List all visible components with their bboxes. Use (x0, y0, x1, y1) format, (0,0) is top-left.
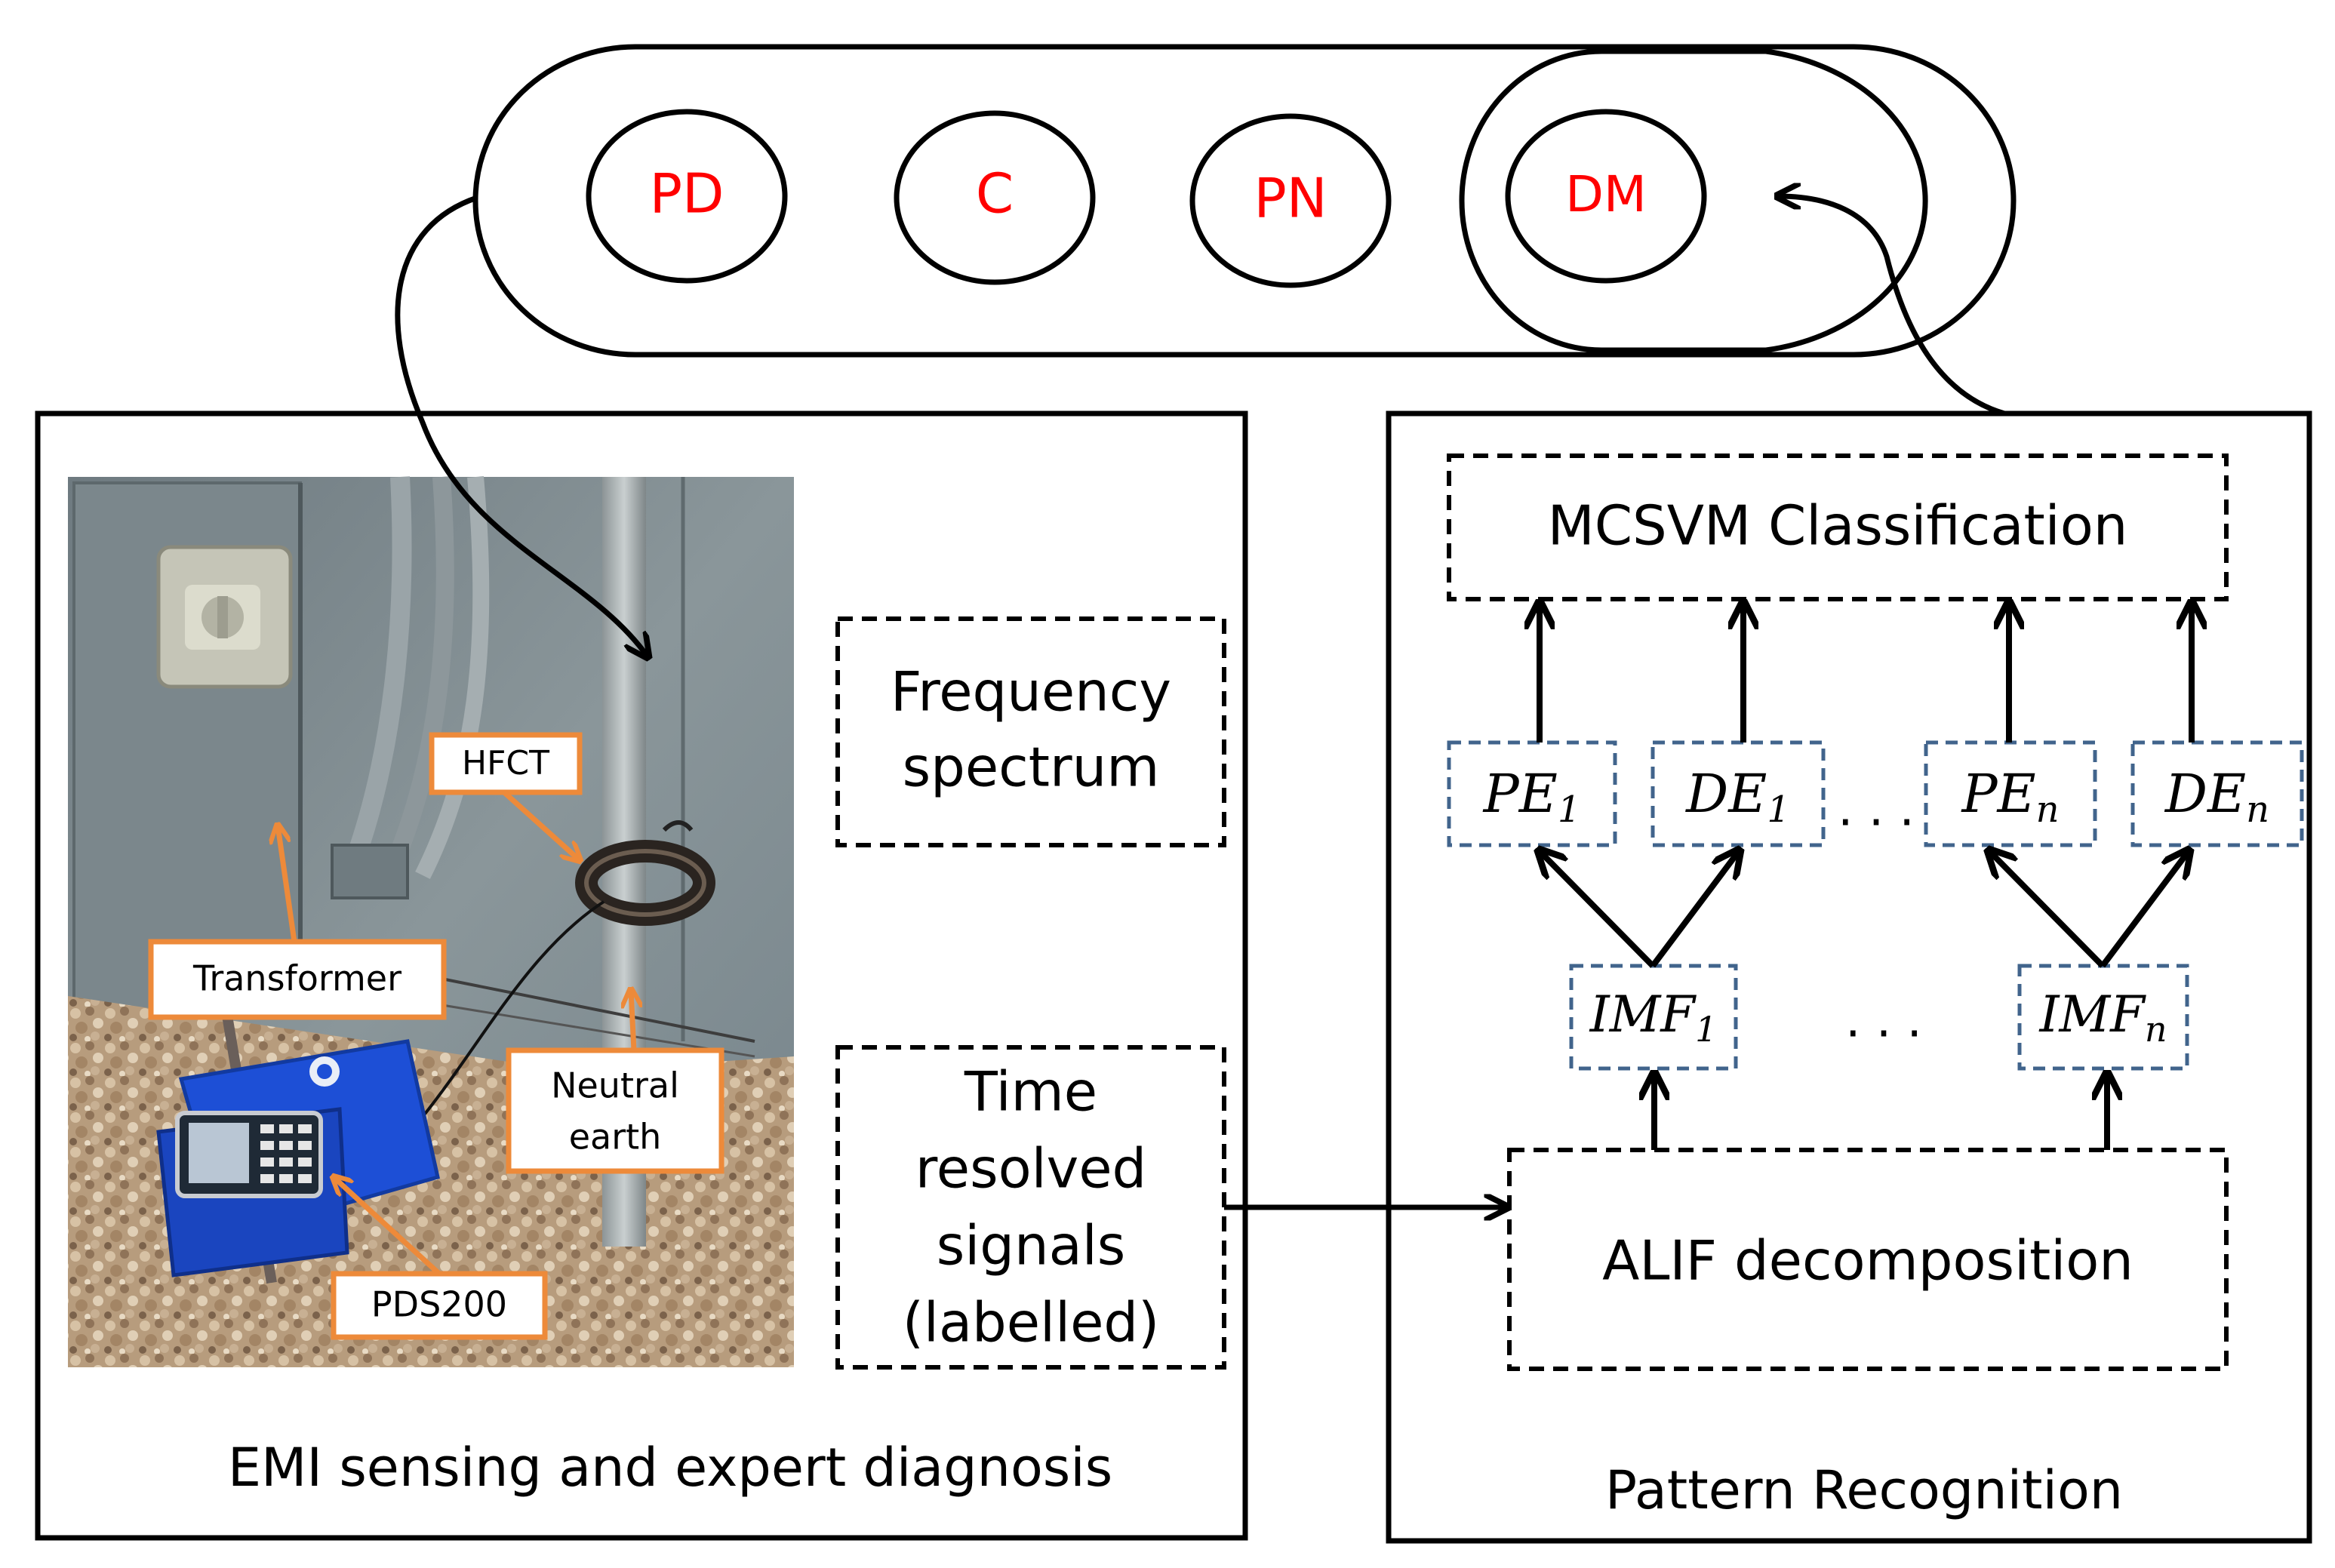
photo-label-transformer: Transformer (148, 939, 447, 1020)
svg-text:Time: Time (964, 1060, 1097, 1124)
svg-text:earth: earth (569, 1117, 662, 1158)
svg-text:IMF1: IMF1 (1589, 985, 1718, 1050)
svg-text:resolved: resolved (915, 1137, 1147, 1201)
alif-decomposition-box: ALIF decomposition (1507, 1148, 2229, 1371)
class-label-dm: DM (1565, 165, 1647, 223)
arrow-imf1-to-pe1 (1540, 851, 1655, 968)
svg-text:PEn: PEn (1960, 763, 2059, 831)
svg-text:Neutral: Neutral (551, 1065, 679, 1106)
class-label-pn: PN (1254, 167, 1327, 230)
arrow-classes-to-photo (395, 195, 648, 656)
photo-label-neutral-earth: Neutral earth (506, 1047, 724, 1174)
right-panel-frame (1386, 410, 2312, 1544)
svg-text:ALIF decomposition: ALIF decomposition (1602, 1229, 2133, 1293)
isolator-switch (156, 545, 293, 689)
svg-text:Transformer: Transformer (192, 958, 401, 999)
time-resolved-signals-box: Time resolved signals (labelled) (835, 1045, 1226, 1370)
class-group: PD C PN DM (472, 44, 2017, 358)
svg-text:IMFn: IMFn (2038, 985, 2167, 1050)
left-panel-frame (35, 410, 1248, 1541)
hfct-sensor (575, 820, 715, 926)
arrow-imfn-to-den (2100, 851, 2189, 968)
svg-text:DEn: DEn (2164, 763, 2269, 831)
svg-text:PE1: PE1 (1482, 763, 1581, 831)
svg-text:HFCT: HFCT (462, 744, 549, 782)
feature-box-pen: PEn (1924, 740, 2097, 847)
left-panel-caption: EMI sensing and expert diagnosis (228, 1437, 1112, 1499)
pointer-neutral-earth (631, 990, 634, 1051)
feature-box-den: DEn (2130, 740, 2304, 847)
arrow-recognition-to-dm (1778, 196, 2005, 417)
right-panel-caption: Pattern Recognition (1605, 1459, 2123, 1521)
pointer-pds200 (334, 1177, 441, 1276)
svg-text:Frequency: Frequency (891, 660, 1171, 724)
svg-text:spectrum: spectrum (903, 736, 1160, 799)
svg-text:signals: signals (937, 1214, 1126, 1277)
imf-box-1: IMF1 (1569, 964, 1738, 1071)
imf-box-n: IMFn (2017, 964, 2189, 1071)
svg-text:DE1: DE1 (1684, 763, 1790, 831)
arrow-imf1-to-de1 (1650, 851, 1739, 968)
photo-label-hfct: HFCT (429, 732, 583, 795)
outer-class-capsule (472, 44, 2017, 358)
svg-text:MCSVM Classification: MCSVM Classification (1548, 494, 2128, 558)
class-circle-dm (1505, 109, 1707, 284)
class-label-c: C (976, 162, 1014, 226)
feature-ellipsis: . . . (1838, 782, 1915, 838)
pointer-transformer (278, 826, 297, 942)
substation-photo (68, 476, 794, 1367)
class-circle-pd (586, 109, 788, 284)
feature-box-de1: DE1 (1650, 740, 1826, 847)
svg-text:(labelled): (labelled) (903, 1291, 1159, 1354)
class-circle-c (894, 110, 1096, 285)
photo-label-pds200: PDS200 (331, 1271, 548, 1340)
arrow-imfn-to-pen (1989, 851, 2105, 968)
class-circle-pn (1189, 113, 1392, 288)
imf-ellipsis: . . . (1845, 993, 1922, 1049)
mcsvm-classification-box: MCSVM Classification (1447, 453, 2229, 601)
svg-text:PDS200: PDS200 (371, 1284, 507, 1325)
class-label-pd: PD (650, 162, 724, 226)
pds200-case (156, 1039, 440, 1277)
frequency-spectrum-box: Frequency spectrum (835, 616, 1226, 847)
dm-group-capsule (1459, 48, 1928, 353)
feature-box-pe1: PE1 (1447, 740, 1617, 847)
pointer-hfct (502, 790, 580, 860)
